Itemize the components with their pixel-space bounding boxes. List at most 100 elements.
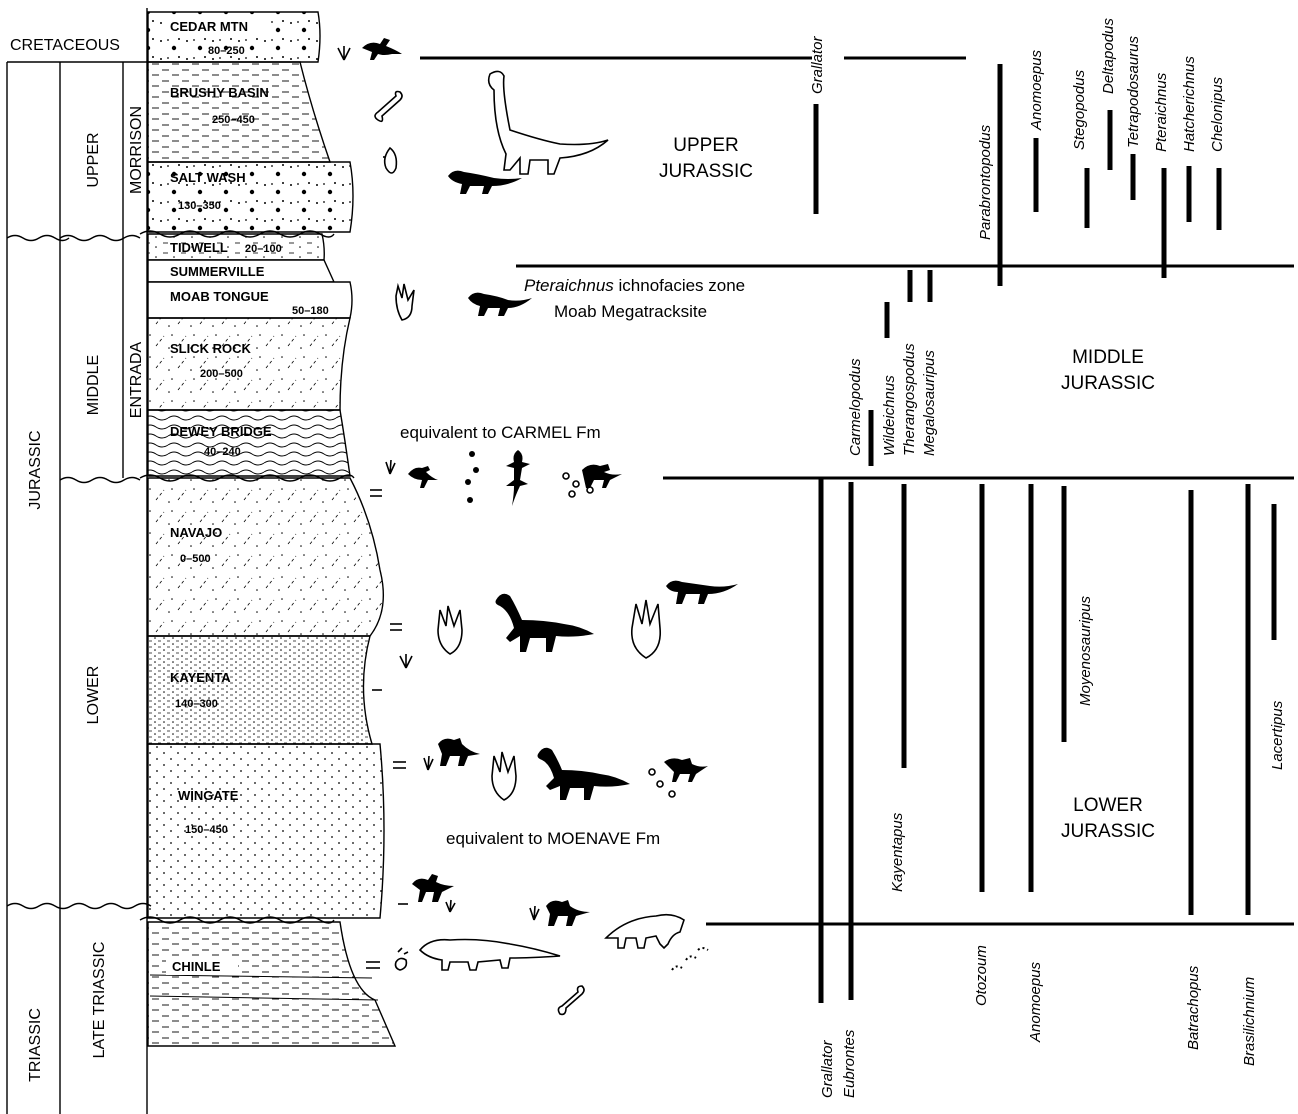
small-tracks-icon (672, 948, 708, 970)
ichnotaxon-label: Brasilichnium (1241, 977, 1258, 1066)
middle-label: MIDDLE (85, 355, 102, 415)
ichnotaxon-label: Stegopodus (1071, 69, 1088, 150)
ornithopod-silhouette-icon (448, 171, 522, 194)
ichnotaxon-label: Megalosauripus (921, 350, 938, 456)
small-tracks-icon (649, 758, 708, 797)
layer-chinle (148, 922, 395, 1046)
lower-jurassic-label: LOWER (1073, 795, 1143, 816)
formation-name: BRUSHY BASIN (170, 85, 269, 100)
ichnotaxon-label: Grallator (809, 35, 826, 94)
layer-dewey-bridge (148, 410, 350, 476)
formation-name: TIDWELL (170, 240, 228, 255)
ichnotaxon-label: Tetrapodosaurus (1125, 35, 1142, 148)
formation-thickness: 130–350 (178, 200, 221, 212)
footprint-icon (400, 654, 412, 668)
middle-jurassic-label: MIDDLE (1072, 347, 1144, 368)
formation-name: WINGATE (178, 788, 239, 803)
footprint-icon (338, 46, 350, 60)
formation-name: MOAB TONGUE (170, 289, 269, 304)
three-toe-track-icon (632, 600, 660, 658)
formation-thickness: 250–450 (212, 114, 255, 126)
ichnotaxon-label: Wildeichnus (881, 375, 898, 456)
late-triassic-label: LATE TRIASSIC (91, 942, 108, 1059)
layer-slick-rock (148, 318, 350, 410)
ichnotaxon-label: Batrachopus (1185, 965, 1202, 1050)
track-set-icon (424, 738, 480, 770)
ichnotaxon-label: Anomoepus (1028, 49, 1045, 131)
prosauropod-silhouette-icon (496, 594, 595, 652)
entrada-label: ENTRADA (128, 341, 145, 418)
fossil-icons (338, 38, 738, 1014)
layer-brushy-basin (148, 62, 330, 162)
formation-name: SUMMERVILLE (170, 264, 265, 279)
ichnotaxon-label: Pteraichnus (1153, 72, 1170, 152)
small-tracks-icon (563, 464, 622, 497)
formation-thickness: 200–500 (200, 368, 243, 380)
lizard-silhouette-icon (506, 450, 530, 506)
ichnotaxon-label: Kayentapus (889, 812, 906, 892)
claw-icon (385, 148, 397, 173)
ichnotaxon-label: Moyenosauripus (1077, 595, 1094, 706)
moab-megatracksite-label: Moab Megatracksite (554, 302, 707, 321)
lower-jurassic-label: JURASSIC (1061, 821, 1155, 842)
formation-thickness: 150–450 (185, 824, 228, 836)
prosauropod-silhouette-icon (538, 748, 631, 800)
layer-wingate (148, 744, 384, 918)
formation-thickness: 20–100 (245, 243, 282, 255)
theropod-silhouette-icon (412, 874, 455, 912)
moenave-equivalent-label: equivalent to MOENAVE Fm (446, 829, 660, 848)
ornithopod-silhouette-icon (468, 293, 532, 316)
formation-name: SALT WASH (170, 170, 246, 185)
track-set-icon (386, 460, 438, 488)
theropod-silhouette-icon (666, 581, 738, 604)
lizard-track-icon (465, 451, 479, 503)
formation-thickness: 50–180 (292, 305, 329, 317)
formation-name: SLICK ROCK (170, 341, 252, 356)
upper-jurassic-label: JURASSIC (659, 161, 753, 182)
pteraichnus-zone-label: Pteraichnus ichnofacies zone (524, 276, 745, 295)
formation-thickness: 140–300 (175, 698, 218, 710)
track-set-icon (530, 900, 590, 926)
formation-name: NAVAJO (170, 525, 222, 540)
ichnotaxon-label: Parabrontopodus (977, 124, 994, 240)
ichnotaxon-label: Chelonipus (1209, 76, 1226, 152)
formation-name: CEDAR MTN (170, 19, 248, 34)
section-annotations: UPPER JURASSIC MIDDLE JURASSIC LOWER JUR… (400, 135, 1155, 848)
ichnotaxon-label: Deltapodus (1100, 18, 1117, 94)
ichnotaxon-label: Grallator (819, 1039, 836, 1098)
morrison-label: MORRISON (128, 106, 145, 194)
formation-thickness: 80–250 (208, 45, 245, 57)
formation-thickness: 40–240 (204, 446, 241, 458)
bone-icon (558, 986, 584, 1014)
three-toe-track-icon (438, 606, 462, 654)
formation-name: DEWEY BRIDGE (170, 424, 272, 439)
formation-thickness: 0–500 (180, 553, 211, 565)
formation-name: KAYENTA (170, 670, 231, 685)
ichnotaxon-label: Eubrontes (841, 1029, 858, 1098)
cretaceous-label: CRETACEOUS (10, 37, 120, 54)
range-bars (816, 64, 1274, 1003)
triassic-label: TRIASSIC (27, 1008, 44, 1082)
ichnotaxon-label: Carmelopodus (847, 358, 864, 456)
lower-label: LOWER (85, 666, 102, 725)
jurassic-label: JURASSIC (27, 430, 44, 509)
ichnotaxon-label: Otozoum (973, 945, 990, 1006)
ichnotaxon-label: Lacertipus (1269, 700, 1286, 770)
three-toe-track-icon (492, 752, 516, 800)
track-icon (396, 948, 409, 970)
aetosaur-outline-icon (420, 940, 560, 971)
ichnotaxa-labels: Grallator Parabrontopodus Anomoepus Steg… (809, 18, 1286, 1098)
carmel-equivalent-label: equivalent to CARMEL Fm (400, 423, 601, 442)
three-toe-track-icon (396, 284, 414, 320)
middle-jurassic-label: JURASSIC (1061, 373, 1155, 394)
ichnotaxon-label: Therangospodus (901, 343, 918, 456)
formation-name: CHINLE (172, 959, 221, 974)
theropod-silhouette-icon (362, 38, 402, 60)
bone-icon (375, 92, 402, 122)
sauropod-outline-icon (489, 71, 608, 174)
dicynodont-outline-icon (606, 915, 684, 948)
upper-label: UPPER (85, 132, 102, 187)
upper-jurassic-label: UPPER (673, 135, 738, 156)
ichnotaxon-label: Hatcherichnus (1181, 56, 1198, 152)
